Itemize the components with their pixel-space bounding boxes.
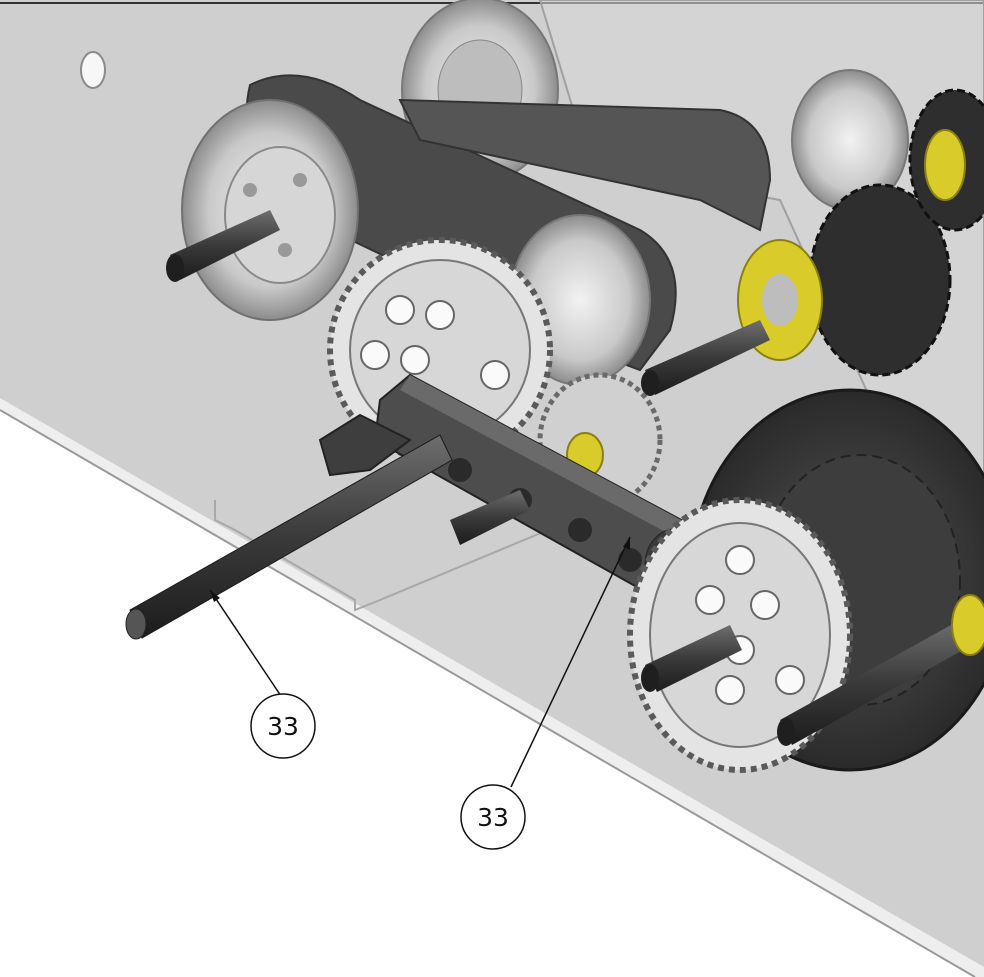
axle-lower-right [777, 620, 972, 746]
yellow-hub-lower-right [951, 594, 984, 656]
axle-lower-center [641, 625, 742, 692]
yellow-hub-top-right [924, 129, 966, 201]
axle-middle [641, 320, 770, 396]
callout-bubble-left: 33 [250, 693, 316, 759]
baseplate-hole [80, 51, 106, 89]
callout-leader-right [510, 536, 631, 788]
callout-label-left: 33 [267, 712, 299, 741]
axle-upper-left [166, 210, 280, 282]
callout-leader-left [209, 589, 282, 697]
long-axle [125, 434, 453, 640]
callout-bubble-right: 33 [460, 784, 526, 850]
liftarm-short [318, 413, 412, 477]
axle-short-center [450, 490, 530, 545]
callout-label-right: 33 [477, 803, 509, 832]
